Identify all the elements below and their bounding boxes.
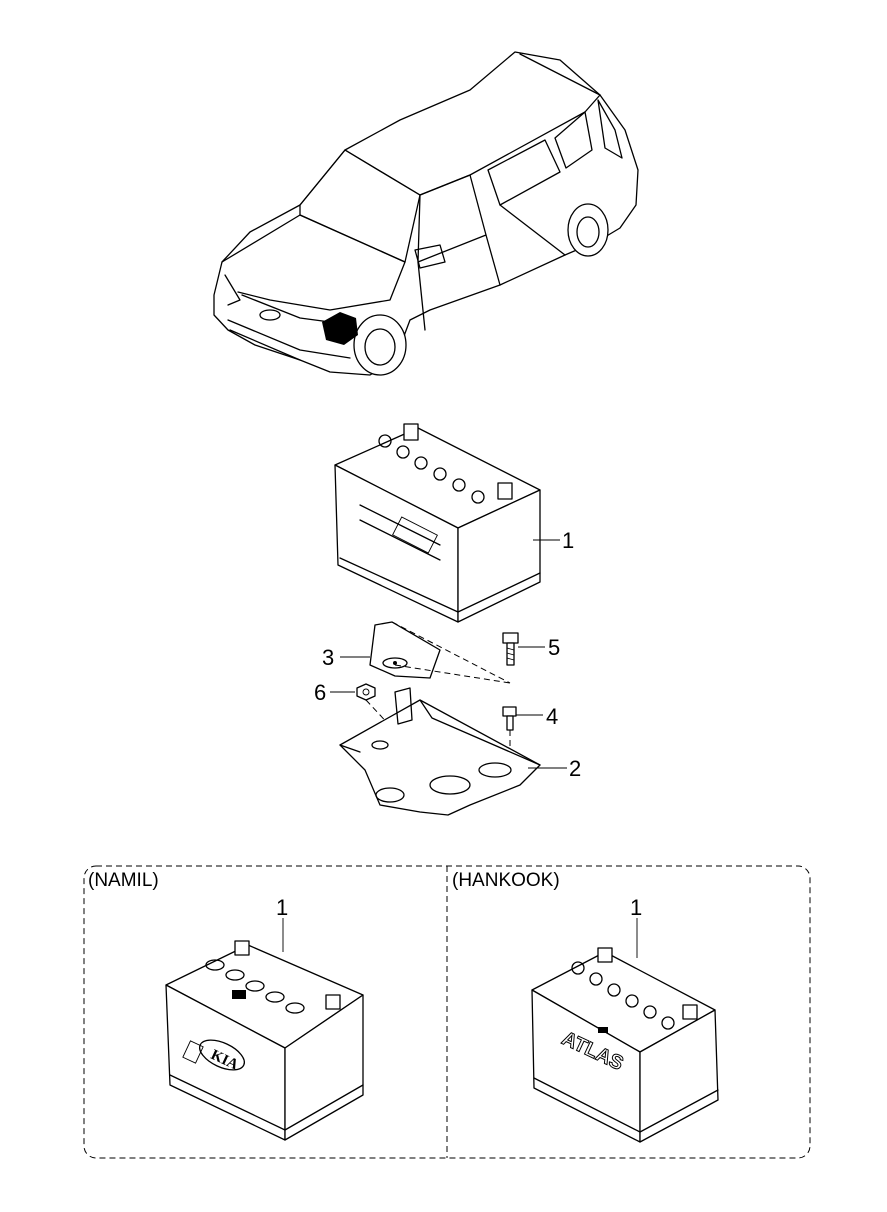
bolt-tray [502, 706, 517, 760]
callout-label-1-hankook: 1 [630, 895, 642, 920]
callout-label-4: 4 [546, 704, 558, 729]
callout-6-nut: 6 [314, 680, 355, 705]
bolt-clamp [502, 632, 519, 666]
callout-4-bolt: 4 [516, 704, 558, 729]
callout-3-clamp: 3 [322, 645, 370, 670]
variants-box: (NAMIL) (HANKOOK) [83, 865, 811, 1159]
battery-location-marker [322, 312, 358, 345]
callout-label-2: 2 [569, 756, 581, 781]
vehicle-illustration [213, 51, 639, 376]
battery-hankook: ATLAS [531, 947, 719, 1143]
callout-label-3: 3 [322, 645, 334, 670]
battery-main [334, 423, 541, 623]
callout-label-6: 6 [314, 680, 326, 705]
namil-variant-label: (NAMIL) [88, 870, 159, 891]
callout-1-namil: 1 [276, 895, 288, 952]
callout-1-hankook: 1 [630, 895, 642, 958]
battery-tray [339, 687, 541, 816]
callout-label-1-namil: 1 [276, 895, 288, 920]
battery-clamp [369, 621, 511, 684]
battery-namil: KIA [165, 940, 364, 1141]
callout-1-battery: 1 [533, 528, 574, 553]
callout-label-5: 5 [548, 635, 560, 660]
callout-2-tray: 2 [528, 756, 581, 781]
callout-label-1: 1 [562, 528, 574, 553]
hankook-variant-label: (HANKOOK) [452, 870, 560, 891]
callout-5-bolt: 5 [518, 635, 560, 660]
